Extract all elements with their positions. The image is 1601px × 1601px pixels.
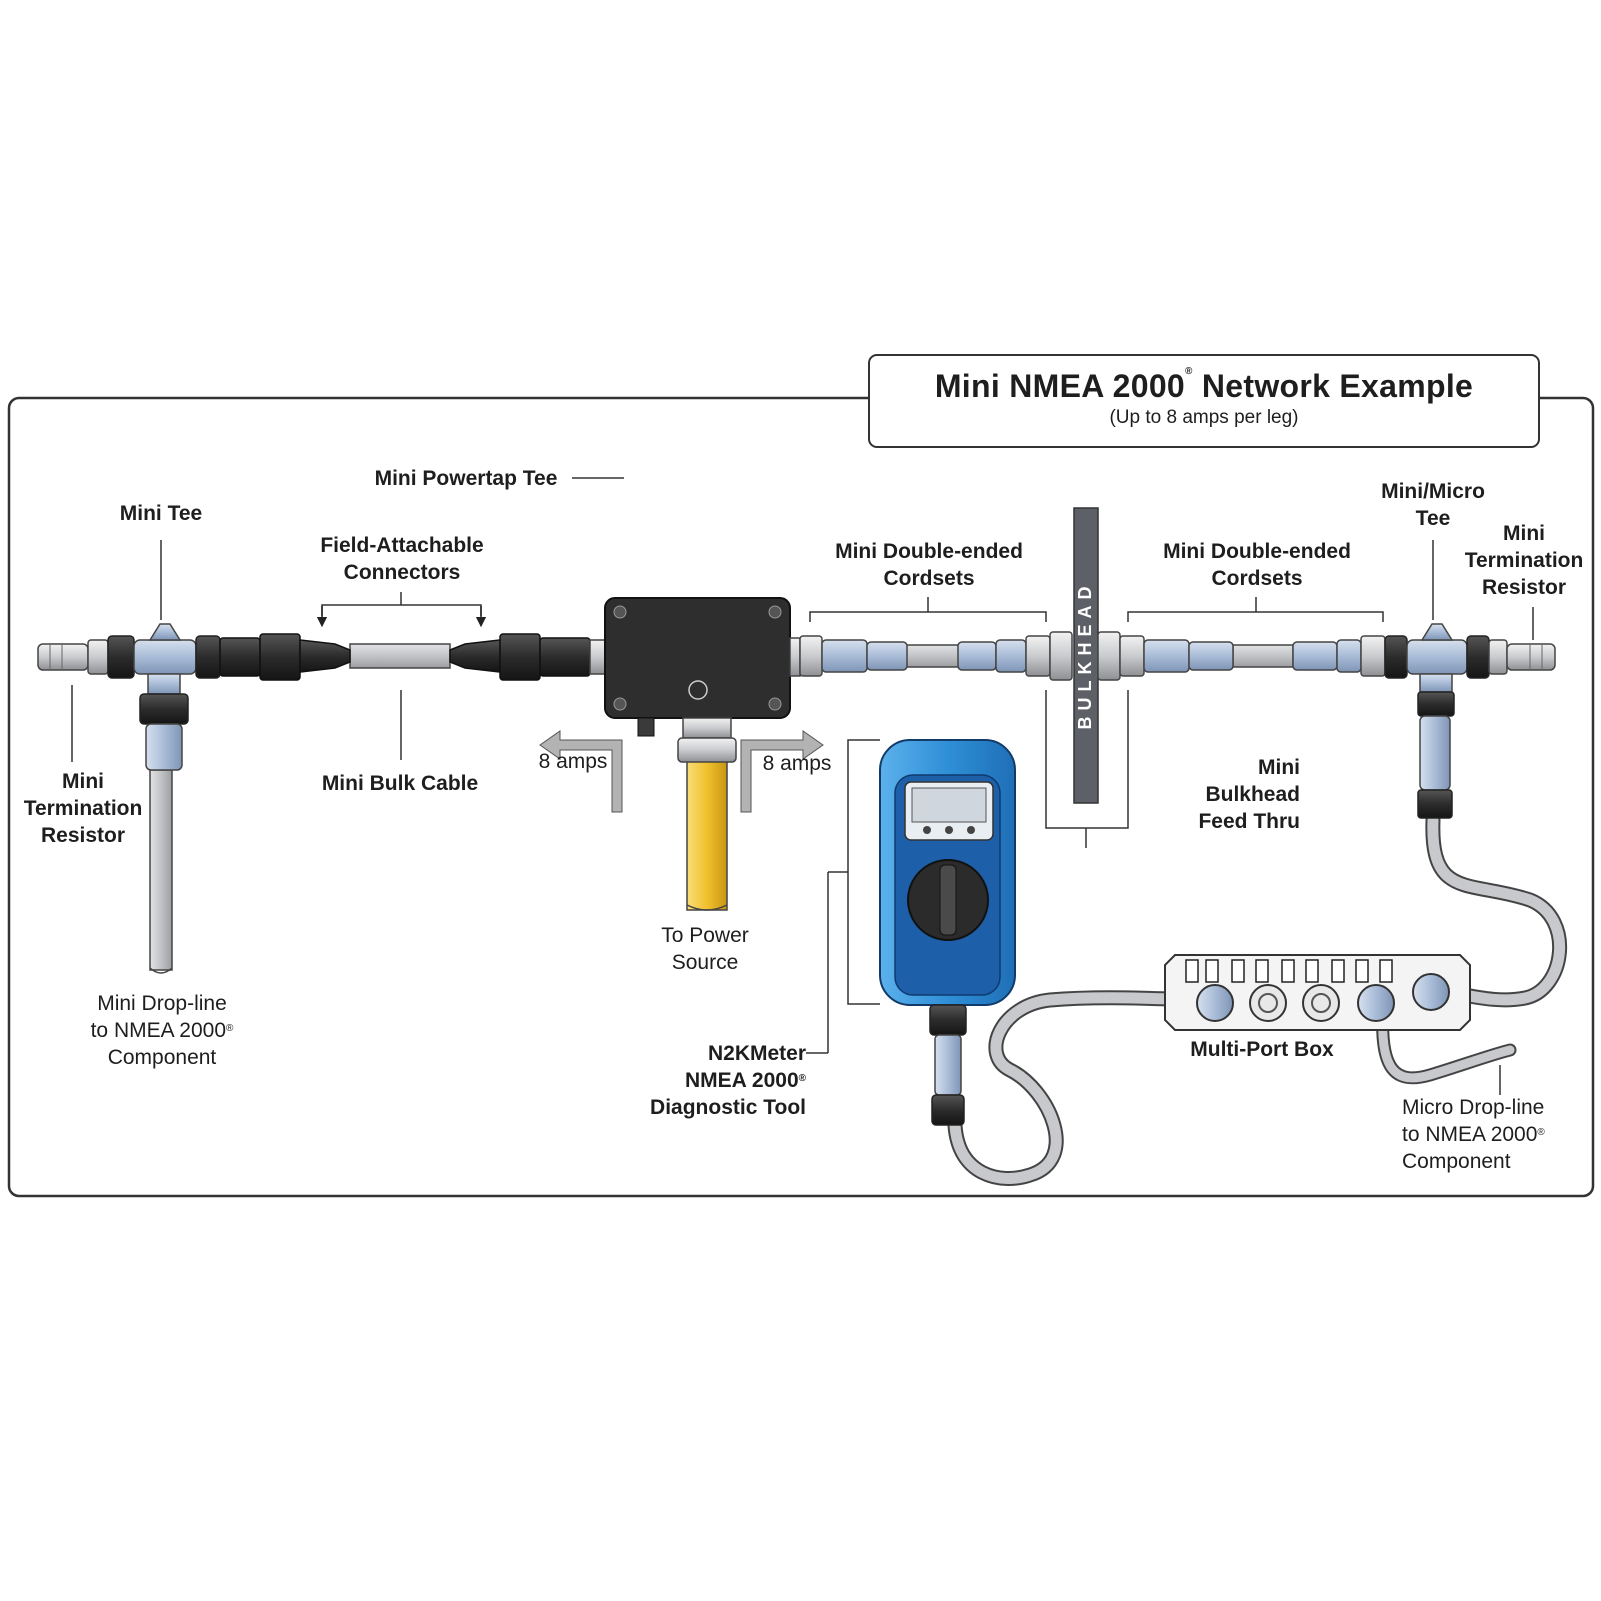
field-attachable-connector-left — [219, 633, 351, 681]
label-mini-tee: Mini Tee — [119, 502, 203, 525]
mini-micro-tee — [1384, 623, 1490, 819]
cordset-cable-left — [904, 644, 961, 668]
field-attachable-connector-right — [449, 633, 591, 681]
label-multi-port-box: Multi-Port Box — [1190, 1038, 1334, 1061]
label-mini-powertap-tee: Mini Powertap Tee — [374, 467, 558, 490]
label-mini-bulk-cable: Mini Bulk Cable — [321, 772, 479, 795]
right-termination-resistor — [1488, 639, 1556, 675]
diagram-frame — [7, 396, 1595, 1198]
amps-arrow-left — [539, 730, 623, 813]
mini-bulk-cable — [349, 643, 451, 669]
multi-port-box — [1164, 954, 1471, 1031]
left-mini-tee — [107, 623, 221, 771]
n2kmeter-device — [879, 739, 1016, 1126]
bulkhead — [1049, 507, 1121, 804]
bulkhead-text: BULKHEAD — [1075, 581, 1095, 730]
mini-double-ended-cordset-right — [1119, 635, 1386, 677]
left-termination-resistor — [37, 639, 109, 675]
label-8-amps-left: 8 amps — [538, 750, 608, 773]
leader-lines — [71, 477, 1534, 1095]
title-box: Mini NMEA 2000® Network Example (Up to 8… — [868, 354, 1540, 448]
diagram-subtitle: (Up to 8 amps per leg) — [1109, 407, 1299, 428]
power-cable — [686, 759, 728, 911]
cordset-cable-right — [1232, 644, 1294, 668]
amps-arrow-right — [740, 730, 824, 813]
diagram-title: Mini NMEA 2000® Network Example — [934, 366, 1474, 404]
mini-powertap-tee — [589, 597, 801, 763]
mini-double-ended-cordset-left — [799, 635, 1051, 677]
label-8-amps-right: 8 amps — [762, 752, 832, 775]
